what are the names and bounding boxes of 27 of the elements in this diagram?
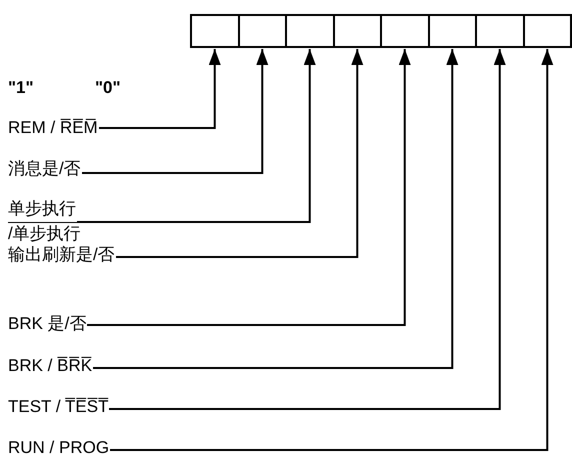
bit-label: 单步执行 xyxy=(8,198,77,220)
register-cell xyxy=(238,14,287,48)
bit-label: BRK 是/否 xyxy=(8,313,182,337)
register-cell xyxy=(332,14,382,48)
arrow xyxy=(82,49,268,174)
register-cell xyxy=(380,14,430,48)
arrow xyxy=(77,49,316,223)
arrow xyxy=(116,49,364,258)
register-cell xyxy=(190,14,240,48)
bit-value-label: "0" xyxy=(95,78,121,98)
bit-label: 消息是/否 xyxy=(8,158,215,182)
register-cell xyxy=(428,14,477,48)
bit-label: 输出刷新是/否 xyxy=(8,244,182,268)
arrow xyxy=(99,49,221,129)
bit-value-label: "1" xyxy=(8,78,34,98)
bit-label: BRK / B̅R̅K̅ xyxy=(8,355,182,379)
arrow xyxy=(87,49,411,326)
bit-label: REM / R̅E̅M̅ xyxy=(8,117,165,141)
bit-label: TEST / T̅E̅S̅T̅ xyxy=(8,396,182,420)
inverted-label: /单步执行 xyxy=(8,222,178,245)
arrow xyxy=(93,49,458,369)
bit-label: RUN / PROG xyxy=(8,437,182,455)
arrow xyxy=(109,49,506,410)
register-cell xyxy=(522,14,572,48)
register-cell xyxy=(285,14,334,48)
arrow xyxy=(110,49,554,451)
register-cell xyxy=(475,14,524,48)
